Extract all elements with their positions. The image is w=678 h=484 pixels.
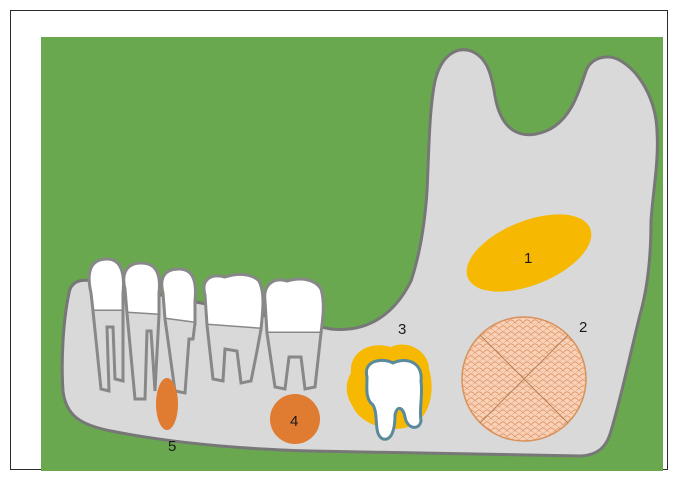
tooth-crown-1 <box>89 259 123 311</box>
label-5: 5 <box>168 438 176 455</box>
label-4: 4 <box>290 413 298 430</box>
mandible-diagram: 1 2 3 4 5 <box>11 11 678 484</box>
label-3: 3 <box>398 321 406 338</box>
tooth-crown-4 <box>204 274 263 329</box>
tooth-crown-3 <box>162 269 196 323</box>
figure-frame: 1 2 3 4 5 <box>10 10 668 470</box>
lesion-5 <box>156 378 178 430</box>
tooth-crown-2 <box>124 263 160 315</box>
label-1: 1 <box>524 250 532 267</box>
tooth-crown-5 <box>265 279 324 333</box>
lesion-2 <box>462 317 586 441</box>
label-2: 2 <box>579 319 587 336</box>
